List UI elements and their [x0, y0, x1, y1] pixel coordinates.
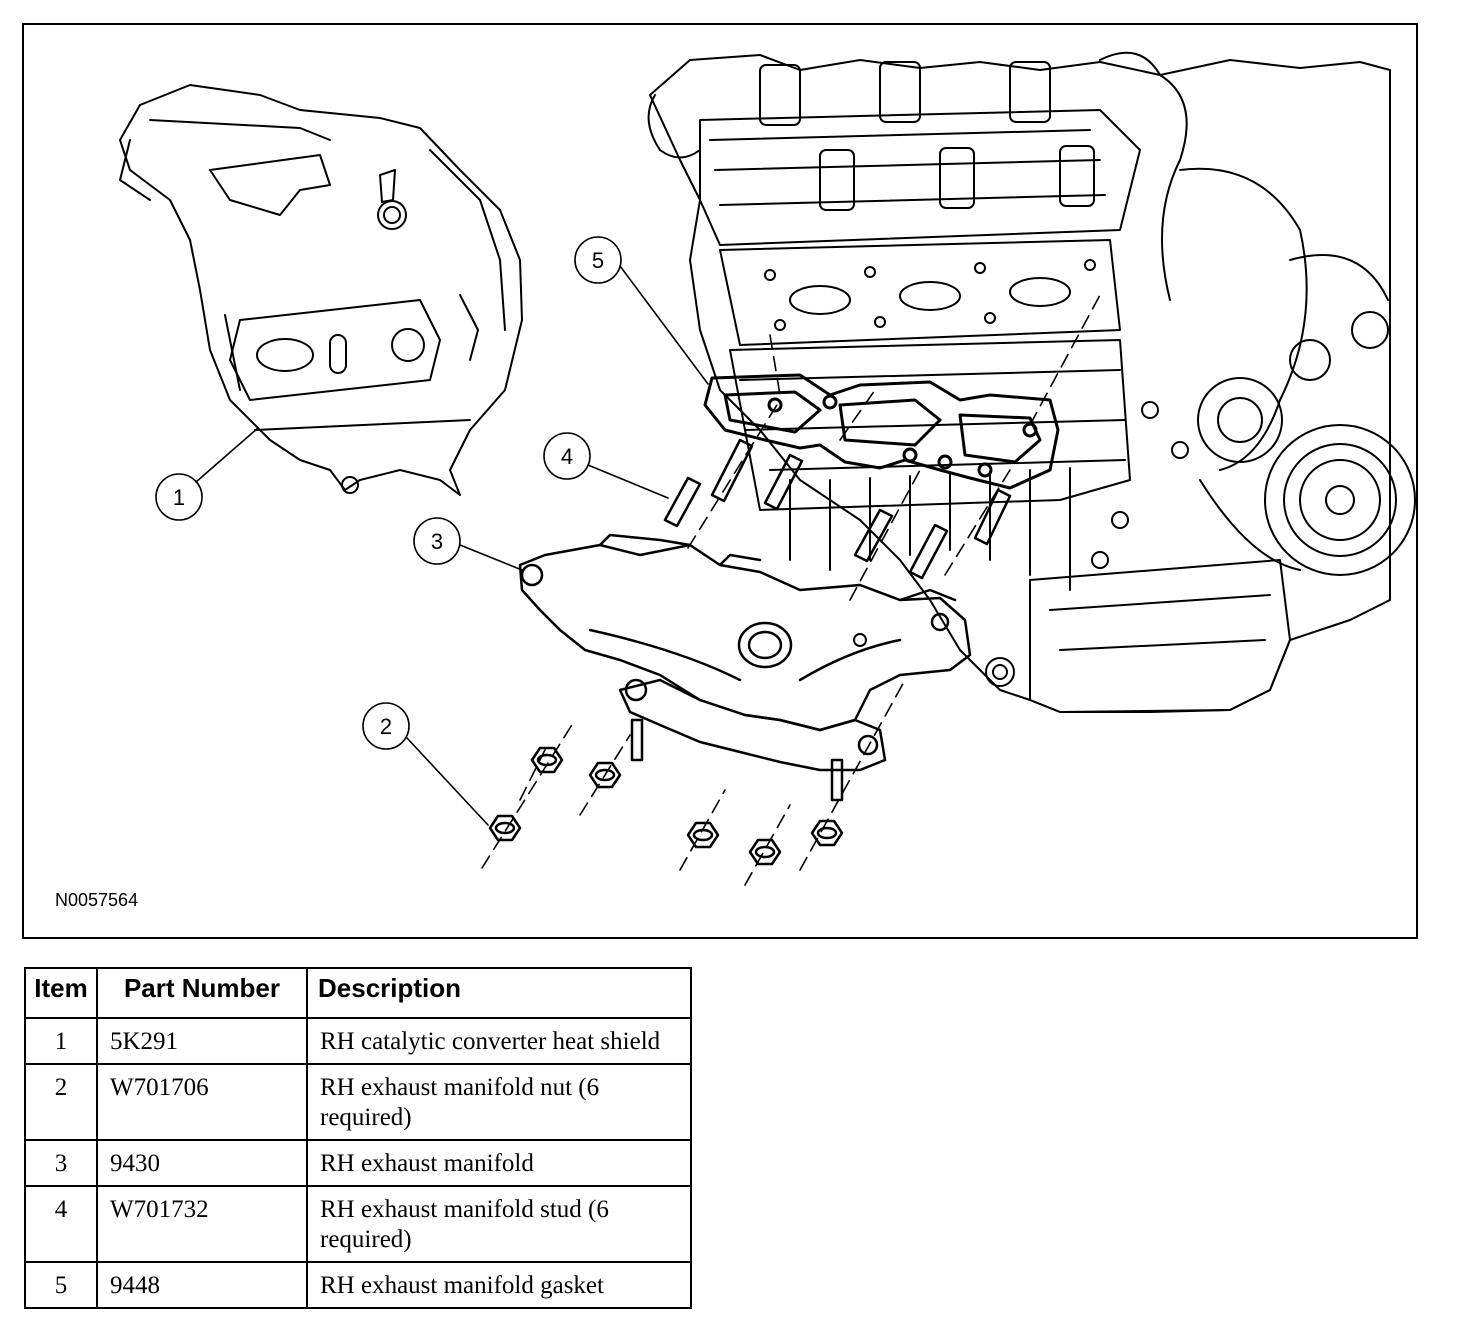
row-description: RH exhaust manifold nut (6 required): [306, 1063, 692, 1141]
callout-circle-2: [362, 702, 410, 750]
callout-circle-4: [543, 432, 591, 480]
callout-circle-5: [574, 236, 622, 284]
row-description: RH catalytic converter heat shield: [306, 1017, 692, 1065]
row-part-number: W701706: [96, 1063, 308, 1141]
row-item: 3: [24, 1139, 98, 1187]
header-part-number: Part Number: [96, 967, 308, 1019]
table-row: 2 W701706 RH exhaust manifold nut (6 req…: [24, 1063, 692, 1141]
callout-number-3: 3: [431, 529, 443, 554]
callout-circle-1: [155, 473, 203, 521]
nut: [810, 819, 844, 847]
callout-leaders: [195, 265, 709, 826]
nut: [686, 821, 720, 849]
callout-circle-3: [413, 517, 461, 565]
manifold-studs-drawing: [663, 438, 1012, 580]
exploded-view-illustration: 1 2 3 4 5: [119, 51, 1416, 886]
table-header-row: Item Part Number Description: [24, 967, 692, 1019]
row-item: 1: [24, 1017, 98, 1065]
row-part-number: W701732: [96, 1185, 308, 1263]
row-part-number: 9448: [96, 1261, 308, 1309]
table-row: 1 5K291 RH catalytic converter heat shie…: [24, 1017, 692, 1065]
row-item: 4: [24, 1185, 98, 1263]
row-item: 2: [24, 1063, 98, 1141]
figure-id: N0057564: [55, 890, 139, 910]
row-description: RH exhaust manifold gasket: [306, 1261, 692, 1309]
manifold-gasket-drawing: [703, 373, 1060, 490]
header-description: Description: [306, 967, 692, 1019]
table-row: 4 W701732 RH exhaust manifold stud (6 re…: [24, 1185, 692, 1263]
row-description: RH exhaust manifold: [306, 1139, 692, 1187]
row-description: RH exhaust manifold stud (6 required): [306, 1185, 692, 1263]
row-part-number: 9430: [96, 1139, 308, 1187]
table-row: 5 9448 RH exhaust manifold gasket: [24, 1261, 692, 1309]
callout-number-4: 4: [561, 444, 573, 469]
alignment-lines: [481, 294, 1101, 886]
heat-shield-drawing: [119, 84, 523, 496]
nut: [488, 814, 522, 842]
row-part-number: 5K291: [96, 1017, 308, 1065]
row-item: 5: [24, 1261, 98, 1309]
exhaust-manifold-drawing: [518, 533, 972, 802]
callout-number-1: 1: [173, 485, 185, 510]
header-item: Item: [24, 967, 98, 1019]
nut: [748, 838, 782, 866]
parts-table: Item Part Number Description 1 5K291 RH …: [24, 967, 692, 1309]
callout-markers: [155, 236, 622, 750]
callout-number-2: 2: [380, 714, 392, 739]
callout-number-5: 5: [592, 248, 604, 273]
table-row: 3 9430 RH exhaust manifold: [24, 1139, 692, 1187]
engine-block-drawing: [647, 51, 1416, 713]
